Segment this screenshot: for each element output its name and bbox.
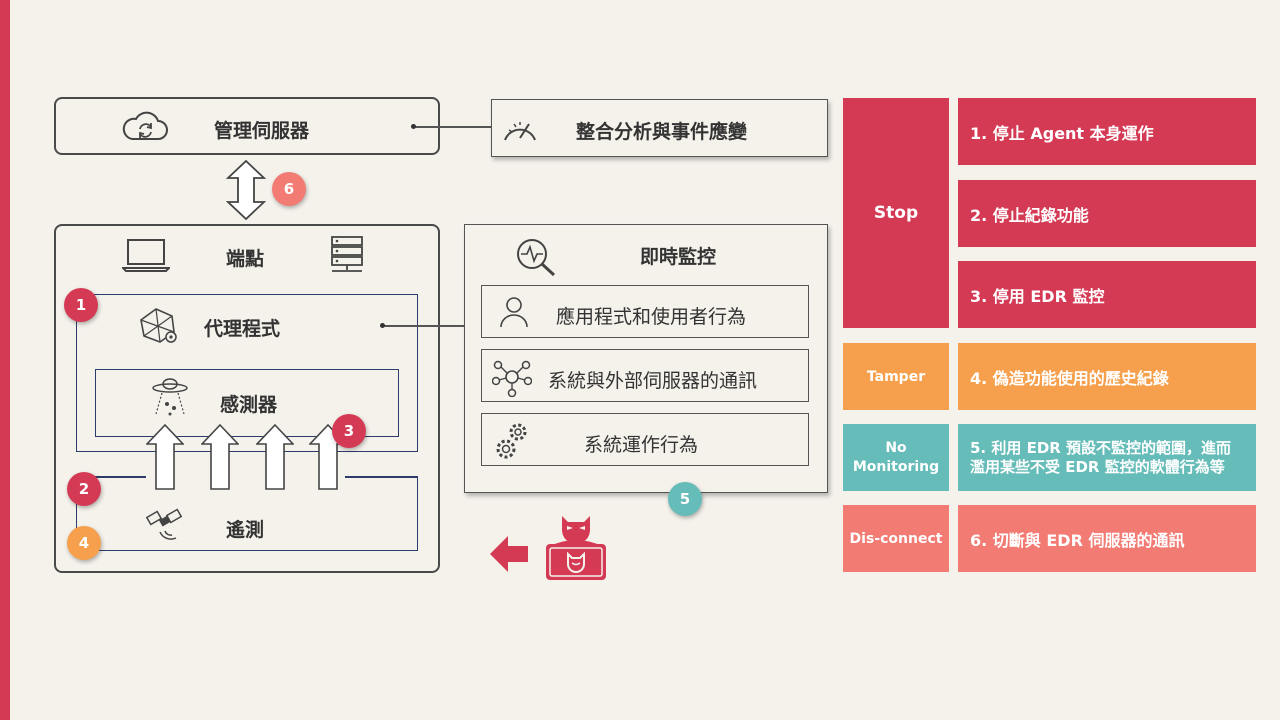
up-arrow-icon	[146, 424, 184, 490]
attack-category-tamper: Tamper	[843, 343, 949, 410]
badge-3: 3	[332, 414, 366, 448]
gauge-icon	[500, 112, 540, 144]
attack-item: 3. 停用 EDR 監控	[958, 261, 1256, 328]
accent-bar	[0, 0, 10, 720]
agent-label: 代理程式	[204, 318, 281, 340]
telemetry-top-border-right	[345, 476, 418, 478]
ufo-sensor-icon	[150, 374, 190, 418]
heartbeat-search-icon	[514, 236, 560, 278]
monitor-item: 系統運作行為	[481, 413, 809, 466]
hacker-icon	[542, 508, 610, 584]
monitor-item-label: 系統運作行為	[584, 434, 699, 456]
left-arrow-icon	[490, 534, 530, 574]
attack-item: 5. 利用 EDR 預設不監控的範圍，進而濫用某些不受 EDR 監控的軟體行為等	[958, 424, 1256, 491]
endpoint-label: 端點	[226, 248, 265, 270]
telemetry-box	[76, 476, 418, 551]
attack-category-disconnect: Dis-connect	[843, 505, 949, 572]
badge-1: 1	[64, 288, 98, 322]
connector-dot	[411, 124, 416, 129]
attack-category-no-monitoring: No Monitoring	[843, 424, 949, 491]
up-arrow-icon	[256, 424, 294, 490]
attack-item: 2. 停止紀錄功能	[958, 180, 1256, 247]
badge-5: 5	[668, 482, 702, 516]
attack-item: 6. 切斷與 EDR 伺服器的通訊	[958, 505, 1256, 572]
gears-icon	[494, 420, 534, 462]
server-rack-icon	[328, 236, 366, 274]
bidirectional-arrow-icon	[226, 160, 266, 220]
badge-2: 2	[67, 472, 101, 506]
monitor-item: 應用程式和使用者行為	[481, 285, 809, 338]
attack-category-stop: Stop	[843, 98, 949, 328]
laptop-icon	[122, 238, 170, 272]
monitor-item-label: 系統與外部伺服器的通訊	[548, 370, 758, 392]
telemetry-label: 遙測	[226, 519, 265, 541]
telemetry-top-border-left	[76, 476, 146, 478]
server-analysis-connector	[413, 126, 492, 128]
monitor-item: 系統與外部伺服器的通訊	[481, 349, 809, 402]
agent-monitor-connector	[384, 325, 466, 327]
badge-6: 6	[272, 172, 306, 206]
user-icon	[498, 295, 530, 329]
monitor-item-label: 應用程式和使用者行為	[556, 306, 747, 328]
agent-connector-dot	[380, 323, 385, 328]
sensor-box	[95, 369, 399, 437]
network-globe-icon	[138, 306, 180, 346]
network-nodes-icon	[492, 357, 532, 397]
satellite-icon	[146, 508, 186, 544]
attack-item: 1. 停止 Agent 本身運作	[958, 98, 1256, 165]
attack-item: 4. 偽造功能使用的歷史紀錄	[958, 343, 1256, 410]
management-server-box: 管理伺服器	[54, 97, 440, 155]
sensor-label: 感測器	[220, 394, 278, 416]
management-server-label: 管理伺服器	[214, 120, 310, 142]
agent-box	[76, 294, 418, 452]
analysis-label: 整合分析與事件應變	[576, 121, 748, 143]
realtime-monitor-box	[464, 224, 828, 493]
badge-4: 4	[67, 526, 101, 560]
up-arrow-icon	[201, 424, 239, 490]
endpoint-box	[54, 224, 440, 573]
analysis-box: 整合分析與事件應變	[491, 99, 828, 157]
monitor-title: 即時監控	[640, 246, 717, 268]
cloud-sync-icon	[120, 111, 170, 143]
